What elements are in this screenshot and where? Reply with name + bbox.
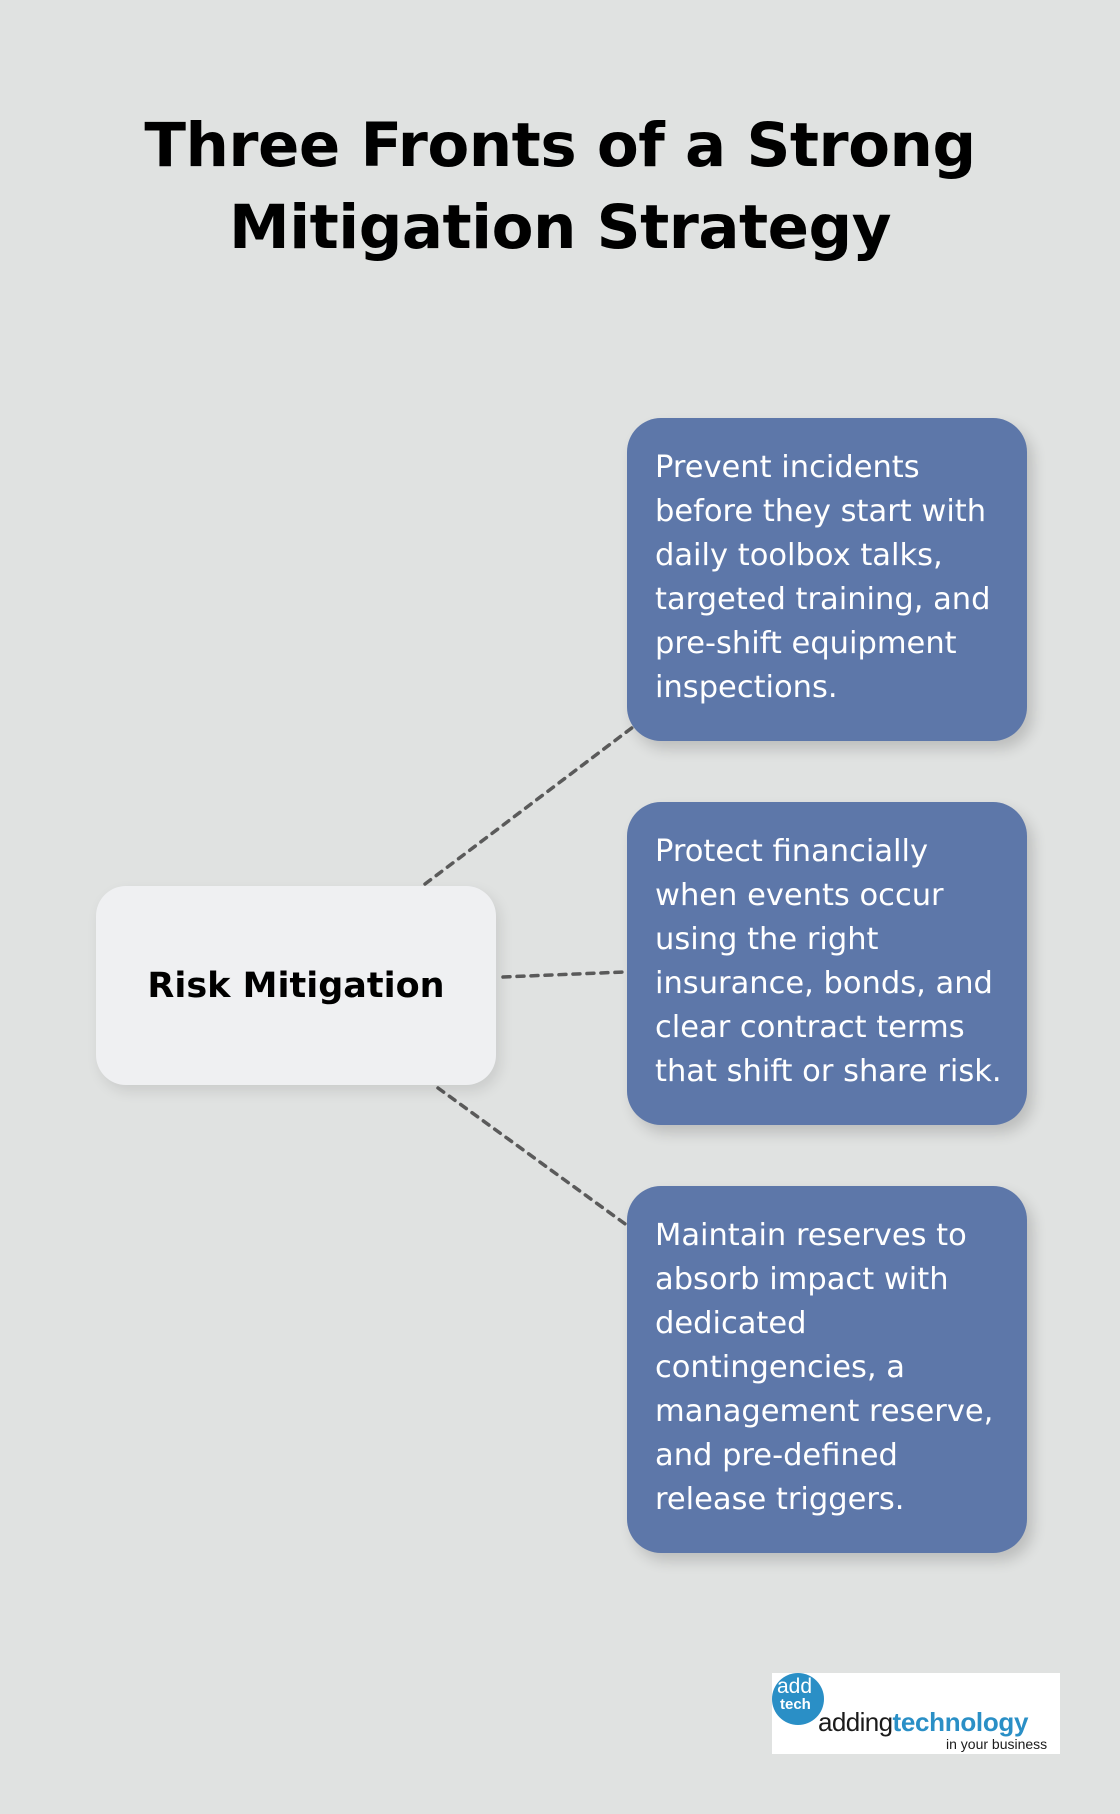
title-line-2: Mitigation Strategy	[229, 192, 891, 263]
connector-to-branch-2	[501, 970, 626, 979]
branch-node-2-text: Protect financially when events occur us…	[655, 834, 1002, 1089]
logo-wordmark: addingtechnology	[818, 1707, 1028, 1737]
logo-word-adding: adding	[818, 1707, 893, 1737]
branch-node-2: Protect financially when events occur us…	[627, 802, 1027, 1125]
branch-node-1: Prevent incidents before they start with…	[627, 418, 1027, 741]
logo-badge-top: add	[777, 1675, 813, 1698]
root-node: Risk Mitigation	[96, 886, 496, 1085]
logo-tagline: in your business	[946, 1736, 1048, 1752]
branch-node-3-text: Maintain reserves to absorb impact with …	[655, 1218, 994, 1517]
title-line-1: Three Fronts of a Strong	[144, 110, 976, 181]
logo-badge-icon: add tech	[772, 1673, 824, 1725]
diagram-title: Three Fronts of a Strong Mitigation Stra…	[60, 105, 1060, 269]
branch-node-3: Maintain reserves to absorb impact with …	[627, 1186, 1027, 1553]
connector-to-branch-3	[436, 1086, 630, 1228]
connector-to-branch-1	[423, 725, 635, 886]
brand-logo: add tech addingtechnology in your busine…	[772, 1673, 1060, 1754]
logo-word-technology: technology	[892, 1707, 1029, 1737]
logo-badge-bottom: tech	[780, 1696, 811, 1713]
branch-node-1-text: Prevent incidents before they start with…	[655, 450, 991, 705]
root-node-label: Risk Mitigation	[147, 965, 445, 1006]
